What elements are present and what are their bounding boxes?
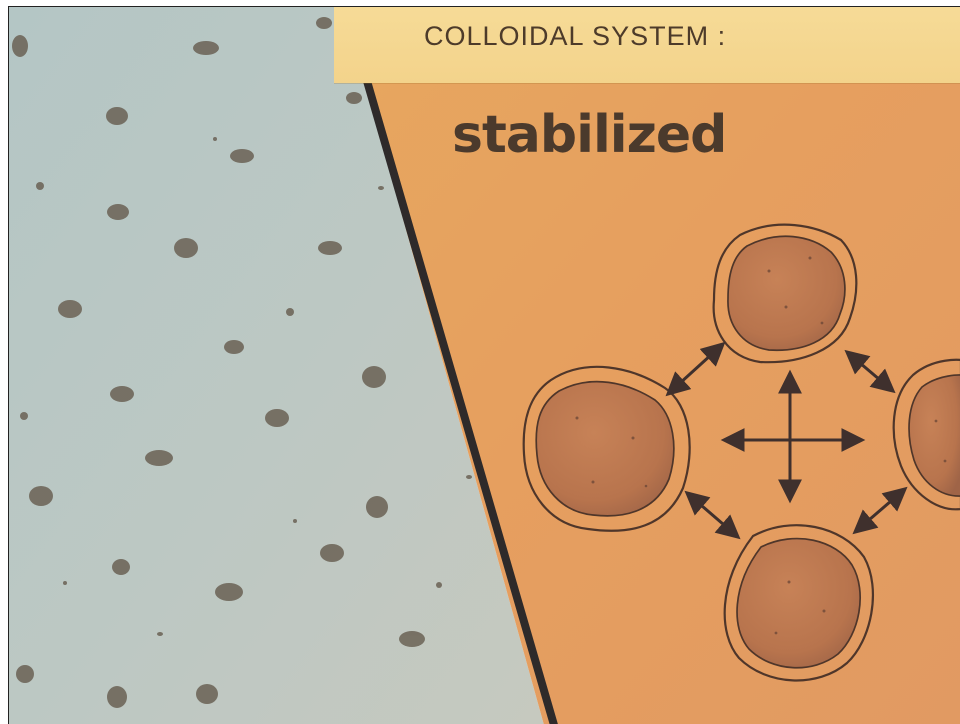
slide-title: COLLOIDAL SYSTEM : <box>424 21 726 52</box>
title-banner: COLLOIDAL SYSTEM : <box>334 7 960 83</box>
stabilized-label: stabilized <box>452 105 726 165</box>
slide-scene: COLLOIDAL SYSTEM : stabilized <box>8 6 960 724</box>
